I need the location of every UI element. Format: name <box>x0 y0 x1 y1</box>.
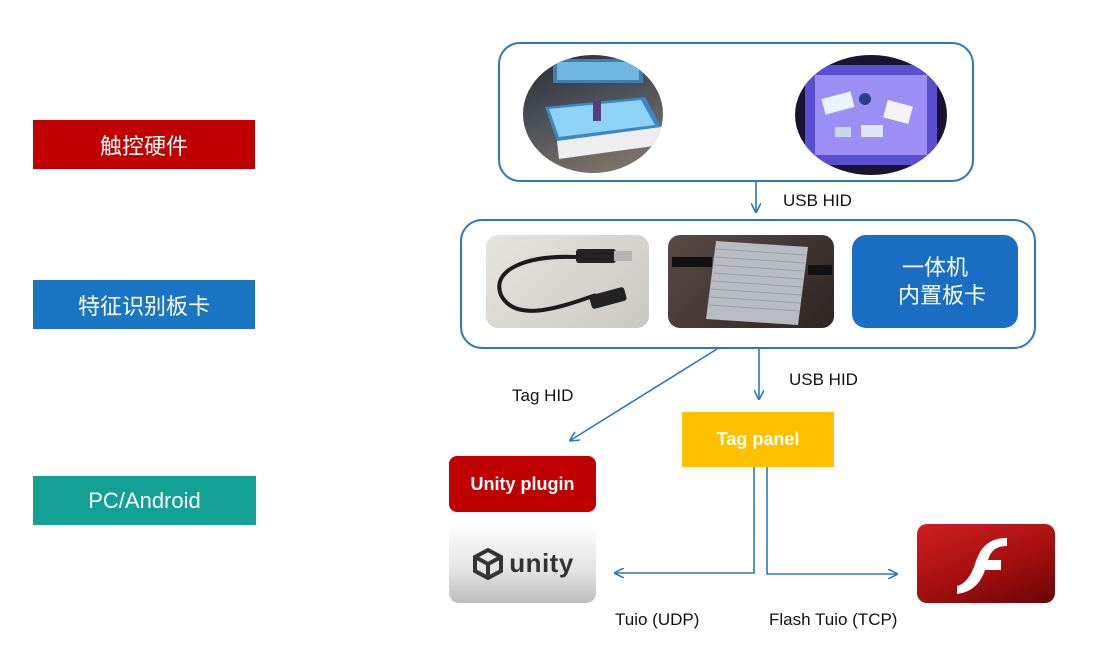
edge-label-board-to-unity: Tag HID <box>512 386 574 405</box>
arrow-board-to-unity <box>571 348 718 440</box>
edge-label-tuio-udp: Tuio (UDP) <box>615 610 700 629</box>
touch-table-photo <box>523 55 663 173</box>
arrow-tag-panel-to-flash <box>766 467 896 574</box>
layer-label-hardware: 触控硬件 <box>33 120 255 169</box>
arrow-tag-panel-to-unity <box>616 467 755 573</box>
unity-cube-icon <box>473 547 504 580</box>
interactive-table-photo <box>795 55 947 175</box>
tag-panel-node: Tag panel <box>682 412 834 467</box>
unity-logo-text: unity <box>509 548 574 578</box>
edge-label-flash-tuio-tcp: Flash Tuio (TCP) <box>769 610 898 629</box>
builtin-board-node: 一体机 内置板卡 <box>852 235 1018 328</box>
unity-logo: unity <box>449 524 596 603</box>
builtin-board-line1: 一体机 <box>901 254 968 280</box>
recognition-box-photo <box>668 235 834 328</box>
unity-plugin-node: Unity plugin <box>449 456 596 512</box>
builtin-board-line2: 内置板卡 <box>897 282 986 308</box>
flash-player-icon <box>917 524 1055 603</box>
layer-label-platform: PC/Android <box>33 476 256 525</box>
layer-label-recognition-board: 特征识别板卡 <box>33 280 255 329</box>
edge-label-hardware-to-board: USB HID <box>783 191 852 210</box>
usb-dongle-photo <box>486 235 649 328</box>
edge-label-board-to-tag-panel: USB HID <box>789 370 858 389</box>
